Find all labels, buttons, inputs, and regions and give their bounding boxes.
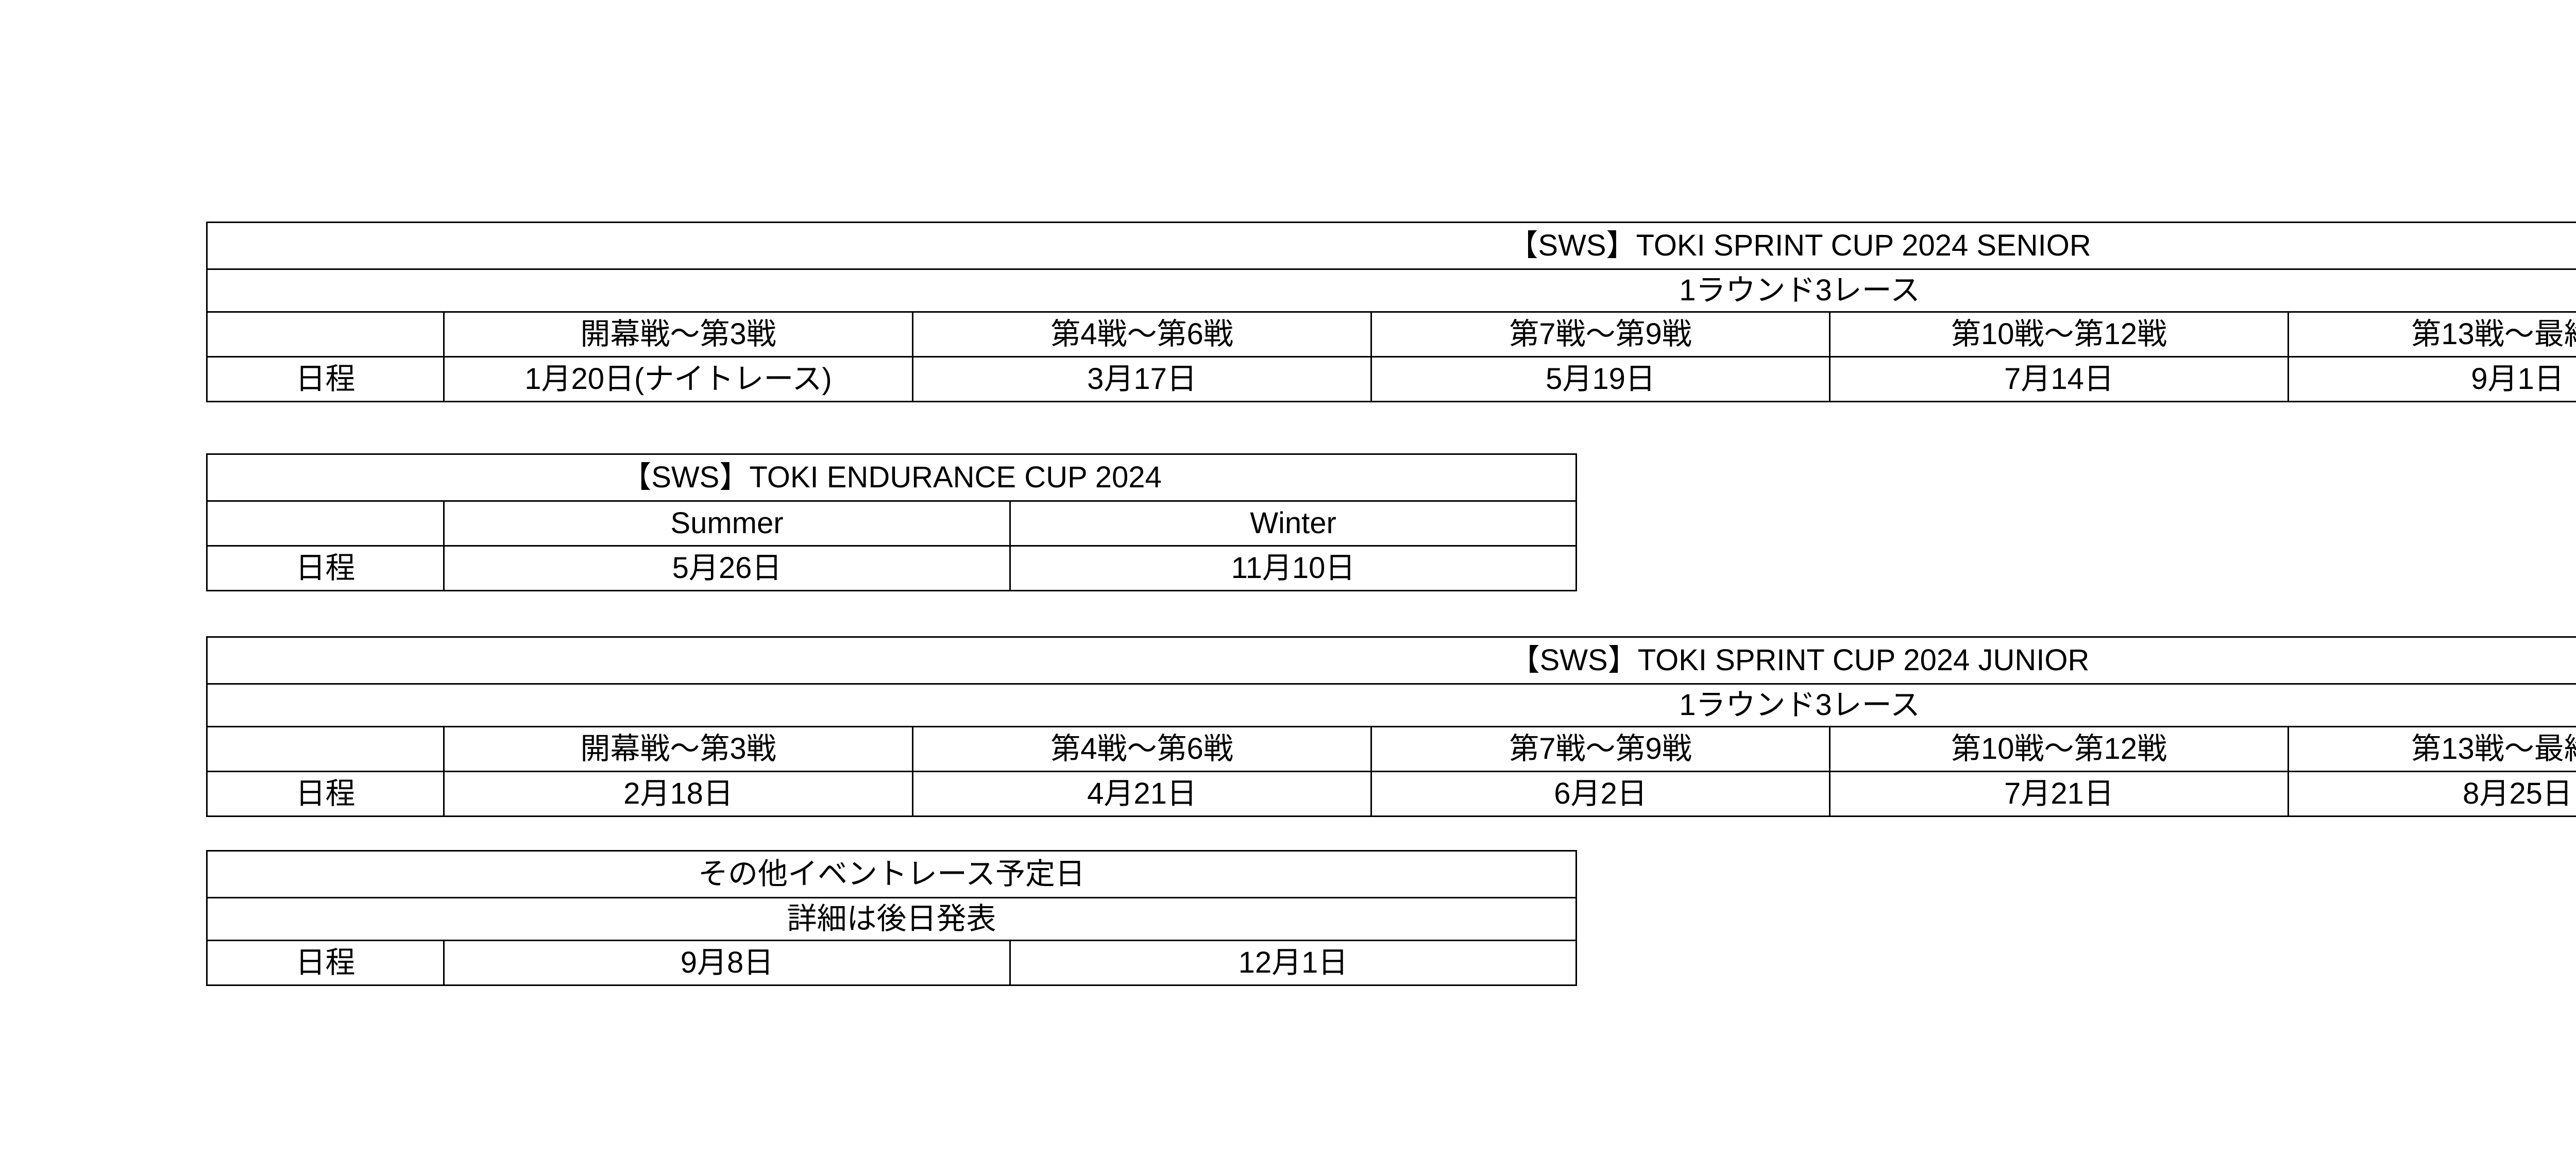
endurance-date-1: 5月26日 (443, 545, 1011, 591)
table-row: 日程 9月8日 12月1日 (206, 940, 1578, 986)
table-endurance-cup: 【SWS】TOKI ENDURANCE CUP 2024 Summer Wint… (206, 453, 1578, 591)
other-title: その他イベントレース予定日 (206, 850, 1578, 898)
table-row: 【SWS】TOKI ENDURANCE CUP 2024 (206, 453, 1578, 502)
senior-date-4: 7月14日 (1829, 356, 2289, 402)
senior-header-3: 第7戦～第9戦 (1370, 311, 1831, 358)
junior-date-4: 7月21日 (1829, 771, 2289, 817)
senior-date-3: 5月19日 (1370, 356, 1831, 402)
other-subtitle: 詳細は後日発表 (206, 897, 1578, 941)
table-row: Summer Winter (206, 500, 1578, 547)
junior-row-label: 日程 (206, 771, 445, 817)
junior-subtitle: 1ラウンド3レース (206, 683, 2576, 727)
table-row: 【SWS】TOKI SPRINT CUP 2024 JUNIOR (206, 636, 2576, 685)
senior-row-label: 日程 (206, 356, 445, 402)
senior-date-2: 3月17日 (912, 356, 1372, 402)
table-row: 開幕戦～第3戦 第4戦～第6戦 第7戦～第9戦 第10戦～第12戦 第13戦～最… (206, 311, 2576, 358)
table-other-events: その他イベントレース予定日 詳細は後日発表 日程 9月8日 12月1日 (206, 850, 1578, 986)
table-row: 開幕戦～第3戦 第4戦～第6戦 第7戦～第9戦 第10戦～第12戦 第13戦～最… (206, 726, 2576, 772)
junior-header-3: 第7戦～第9戦 (1370, 726, 1831, 772)
junior-header-2: 第4戦～第6戦 (912, 726, 1372, 772)
senior-date-5: 9月1日 (2287, 356, 2576, 402)
other-date-2: 12月1日 (1009, 940, 1578, 986)
endurance-date-2: 11月10日 (1009, 545, 1578, 591)
table-row: その他イベントレース予定日 (206, 850, 1578, 898)
other-row-label: 日程 (206, 940, 445, 986)
endurance-header-corner (206, 500, 445, 547)
junior-date-1: 2月18日 (443, 771, 913, 817)
table-row: 1ラウンド3レース (206, 268, 2576, 313)
senior-date-1: 1月20日(ナイトレース) (443, 356, 913, 402)
senior-subtitle: 1ラウンド3レース (206, 268, 2576, 313)
endurance-header-1: Summer (443, 500, 1011, 547)
table-sprint-cup-senior: 【SWS】TOKI SPRINT CUP 2024 SENIOR 1ラウンド3レ… (206, 222, 2576, 402)
table-row: 1ラウンド3レース (206, 683, 2576, 727)
senior-header-4: 第10戦～第12戦 (1829, 311, 2289, 358)
junior-date-3: 6月2日 (1370, 771, 1831, 817)
junior-header-5: 第13戦～最終戦 (2287, 726, 2576, 772)
junior-header-1: 開幕戦～第3戦 (443, 726, 913, 772)
junior-header-corner (206, 726, 445, 772)
table-row: 日程 5月26日 11月10日 (206, 545, 1578, 591)
senior-header-2: 第4戦～第6戦 (912, 311, 1372, 358)
table-row: 詳細は後日発表 (206, 897, 1578, 941)
senior-header-1: 開幕戦～第3戦 (443, 311, 913, 358)
table-row: 日程 1月20日(ナイトレース) 3月17日 5月19日 7月14日 9月1日 … (206, 356, 2576, 402)
endurance-row-label: 日程 (206, 545, 445, 591)
junior-header-4: 第10戦～第12戦 (1829, 726, 2289, 772)
senior-header-5: 第13戦～最終戦 (2287, 311, 2576, 358)
senior-header-corner (206, 311, 445, 358)
table-row: 【SWS】TOKI SPRINT CUP 2024 SENIOR (206, 222, 2576, 270)
table-sprint-cup-junior: 【SWS】TOKI SPRINT CUP 2024 JUNIOR 1ラウンド3レ… (206, 636, 2576, 817)
other-date-1: 9月8日 (443, 940, 1011, 986)
endurance-title: 【SWS】TOKI ENDURANCE CUP 2024 (206, 453, 1578, 502)
junior-date-2: 4月21日 (912, 771, 1372, 817)
table-row: 日程 2月18日 4月21日 6月2日 7月21日 8月25日 10月6日 (206, 771, 2576, 817)
endurance-header-2: Winter (1009, 500, 1578, 547)
senior-title: 【SWS】TOKI SPRINT CUP 2024 SENIOR (206, 222, 2576, 270)
junior-title: 【SWS】TOKI SPRINT CUP 2024 JUNIOR (206, 636, 2576, 685)
junior-date-5: 8月25日 (2287, 771, 2576, 817)
